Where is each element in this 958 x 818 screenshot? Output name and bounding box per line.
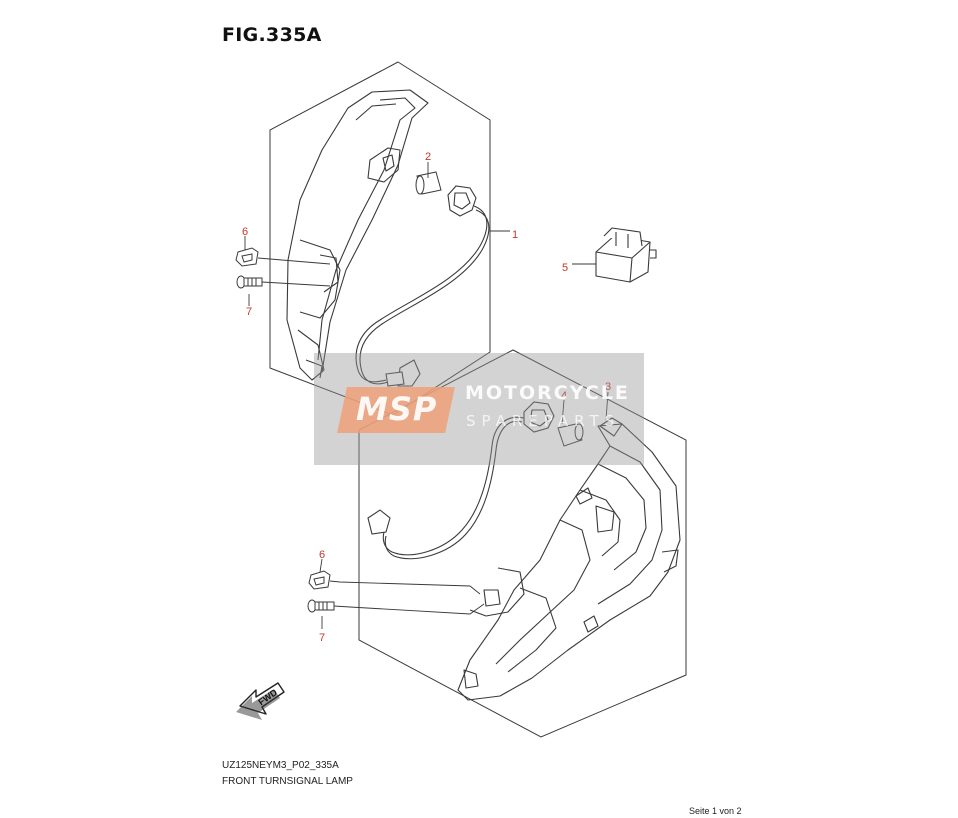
turnsignal-relay [595,227,657,283]
callout-layer: 1 2 3 4 5 6 7 6 7 [242,151,611,644]
callout-number: 6 [242,226,248,238]
callout-number: 5 [562,262,568,274]
callout-number: 7 [246,306,252,318]
figure-title: FIG.335A [222,24,322,46]
right-turnsignal-lamp-housing [457,417,681,701]
socket-wire-lower [367,401,555,560]
callout-number: 3 [605,381,611,393]
callout-number: 2 [425,151,431,163]
footer-diagram-name: FRONT TURNSIGNAL LAMP [222,776,353,787]
callout-leaders [244,162,609,629]
bulb-upper [415,171,442,195]
callout-number: 1 [512,229,518,241]
watermark-brand-line1: MOTORCYCLE [465,382,630,404]
callout-number: 7 [319,632,325,644]
fwd-direction-arrow: FWD [236,682,285,720]
fastener-leader-lines [257,257,485,615]
footer-diagram-code: UZ125NEYM3_P02_335A [222,760,339,771]
page-info: Seite 1 von 2 [689,806,742,816]
bulb-lower [557,423,584,447]
watermark-logo-text: MSP [356,390,438,428]
screw-upper [236,275,263,289]
clip-nut-upper [235,247,259,267]
clip-nut-lower [308,570,331,590]
left-turnsignal-lamp-housing [286,89,429,381]
callout-number: 4 [561,390,567,402]
callout-number: 6 [319,549,325,561]
socket-wire-upper [355,185,490,387]
screw-lower [307,599,335,613]
watermark-brand-line2: SPAREPARTS [466,412,621,430]
